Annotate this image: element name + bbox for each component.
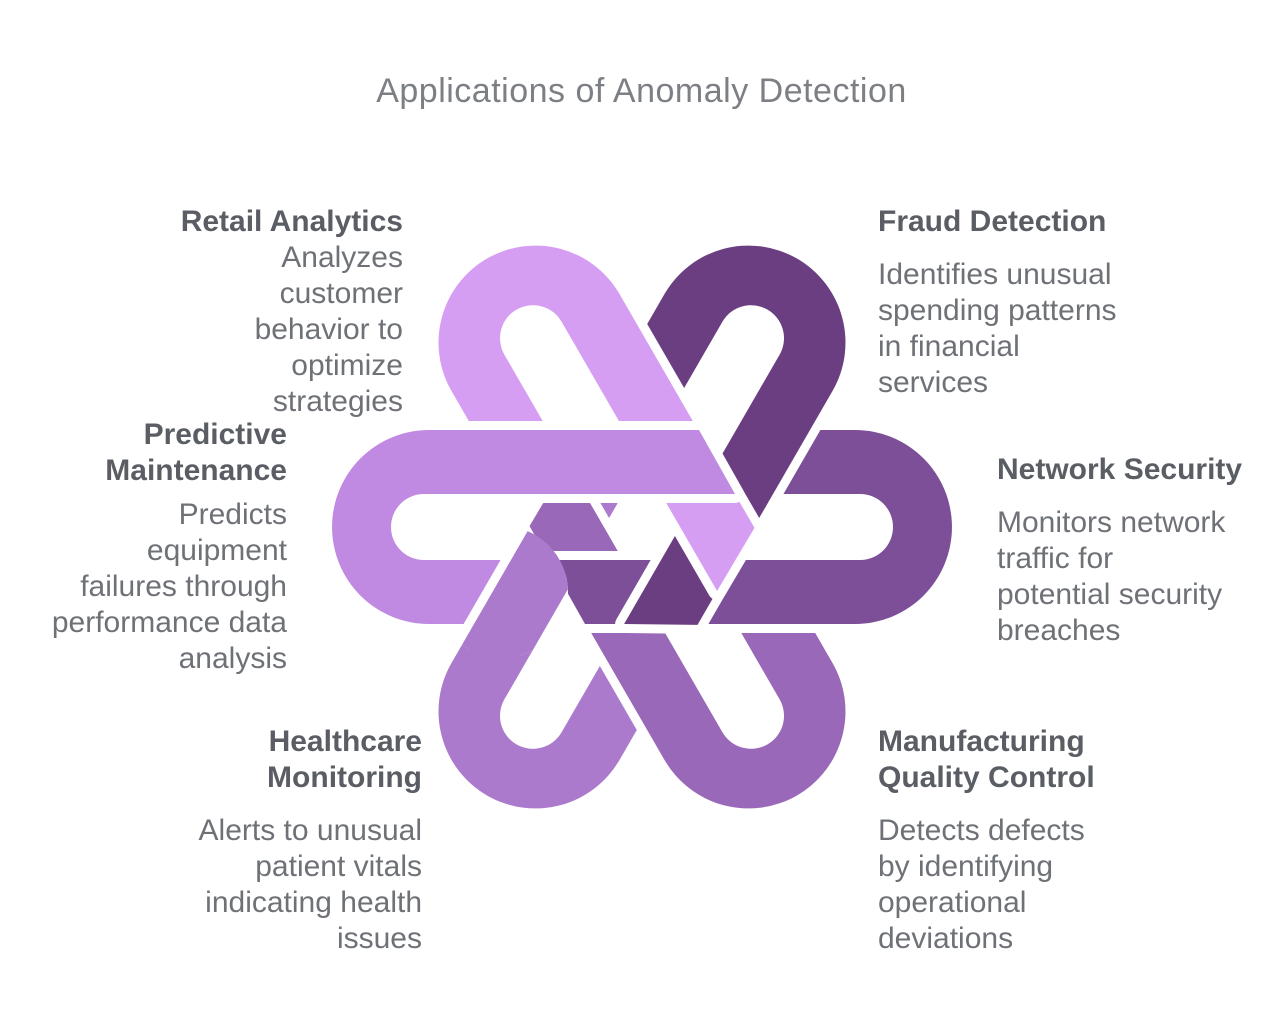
section-title: Predictive Maintenance — [105, 418, 287, 487]
section-description: Detects defects by identifying operation… — [878, 814, 1085, 955]
section-description: Predicts equipment failures through perf… — [51, 498, 287, 675]
section-description: Monitors network traffic for potential s… — [997, 506, 1226, 647]
section-title: Manufacturing Quality Control — [878, 725, 1095, 794]
section-title: Healthcare Monitoring — [267, 725, 422, 794]
section-description: Analyzes customer behavior to optimize s… — [254, 241, 403, 418]
page-title: Applications of Anomaly Detection — [376, 72, 907, 110]
section-title: Retail Analytics — [180, 205, 403, 238]
section-network-security: Network Security Monitors network traffi… — [997, 452, 1283, 649]
section-title: Fraud Detection — [878, 205, 1107, 238]
section-retail-analytics: Retail Analytics Analyzes customer behav… — [73, 204, 403, 420]
section-fraud-detection: Fraud Detection Identifies unusual spend… — [878, 204, 1208, 401]
section-manufacturing-quality-control: Manufacturing Quality Control Detects de… — [878, 724, 1208, 957]
section-healthcare-monitoring: Healthcare Monitoring Alerts to unusual … — [92, 724, 422, 957]
section-predictive-maintenance: Predictive Maintenance Predicts equipmen… — [0, 417, 287, 677]
section-description: Alerts to unusual patient vitals indicat… — [198, 814, 422, 955]
section-title: Network Security — [997, 453, 1243, 486]
section-description: Identifies unusual spending patterns in … — [878, 258, 1117, 399]
